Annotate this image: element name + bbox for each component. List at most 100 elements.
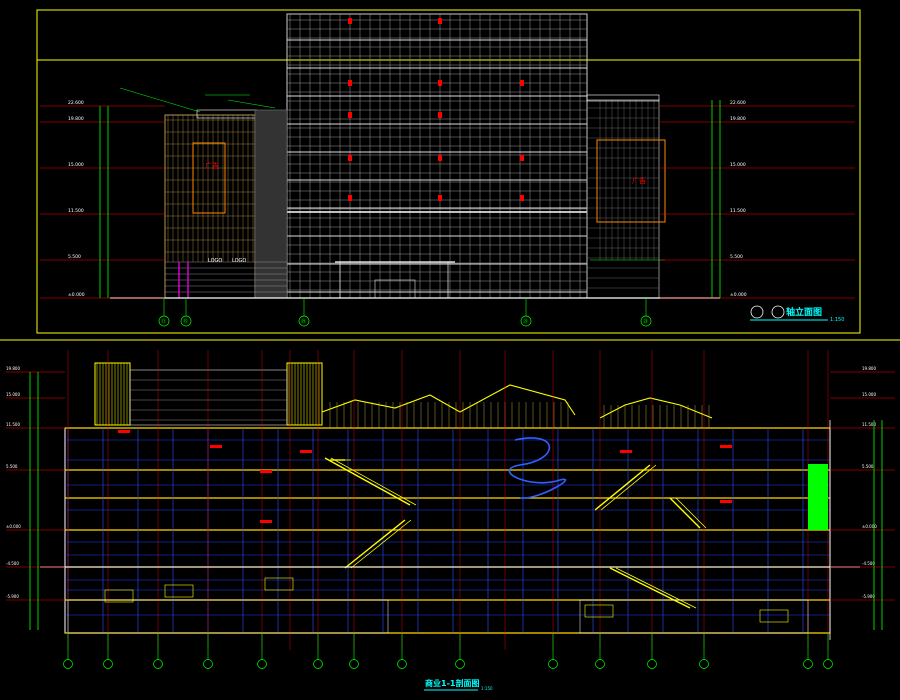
level-value-left: 19.800 [6,366,20,371]
section-axis-bubbles [63,633,833,669]
section-title: 商业1-1剖面图 [425,678,479,688]
escalator-rail [350,519,412,569]
level-value-left: -4.500 [6,561,19,566]
tower-window-mark [438,18,442,24]
room-note [118,430,130,433]
level-value-right: -5.900 [862,594,875,599]
level-value-right: 11.500 [730,208,746,214]
tower-window-mark [520,155,524,161]
escalator [344,519,406,569]
escalator [669,497,701,529]
right-wing-outline [586,99,660,299]
axis-bubble [823,659,833,669]
elevation-ad-label-left: 广告 [205,161,219,170]
escalator [609,567,691,609]
level-value-left: 5.500 [68,254,81,260]
room-note [720,500,732,503]
level-value-left: 22.600 [68,100,84,106]
tower-outline [286,13,588,299]
axis-bubble [203,659,213,669]
room-tag [164,584,194,598]
tower-window-mark [348,18,352,24]
axis-id: ㉑ [523,318,528,325]
leader-line [119,87,201,113]
elevation-structure [110,13,720,299]
level-value-left: 15.000 [68,162,84,168]
green-panel [808,464,828,530]
roof-truss-top [321,384,576,416]
tower-window-mark [348,155,352,161]
elevation-title: 轴立面图 [786,306,822,318]
escalator-rail [600,464,657,511]
roof-truss-top [599,397,713,419]
axis-bubble [699,659,709,669]
tower-window-mark [348,80,352,86]
room-tag [104,589,134,603]
axis-bubble [298,315,310,327]
room-note [300,450,312,453]
axis-bubble [595,659,605,669]
right-ad-panel [596,139,666,223]
room-note [260,470,272,473]
spiral-ramp [508,437,567,499]
axis-bubble [153,659,163,669]
axis-id: ⑬ [161,318,166,325]
room-note [210,445,222,448]
room-tag [584,604,614,618]
axis-bubble [803,659,813,669]
axis-bubble [548,659,558,669]
level-value-right: 19.800 [730,116,746,122]
level-value-right: 5.500 [862,464,874,469]
level-value-right: 15.000 [730,162,746,168]
elevation-scale: 1:150 [830,317,844,323]
tower-window-mark [438,195,442,201]
level-value-right: 15.000 [862,392,876,397]
escalator-rail [675,497,707,529]
room-tag [264,577,294,591]
leader-line [227,99,276,109]
escalator [324,457,411,506]
elevation-logo-label-b: LOGO [232,258,246,264]
axis-bubble [180,315,192,327]
level-value-left: 5.500 [6,464,18,469]
axis-bubble [103,659,113,669]
section-structure [40,350,860,650]
level-value-right: -4.500 [862,561,875,566]
level-value-left: 15.000 [6,392,20,397]
axis-bubble [313,659,323,669]
entrance-door [374,279,416,299]
axis-id: ⑮ [183,318,188,325]
level-value-right: ±0.000 [862,524,877,529]
tower-window-mark [520,80,524,86]
axis-bubble [63,659,73,669]
tower-window-mark [348,195,352,201]
level-value-left: -5.900 [6,594,19,599]
title-bubble [750,305,764,319]
axis-bubble [647,659,657,669]
escalator [594,464,651,511]
level-value-right: 22.600 [730,100,746,106]
axis-bubble [349,659,359,669]
level-value-right: 5.500 [730,254,743,260]
left-ad-panel [192,142,226,214]
right-roof-parapet [586,94,660,102]
roof-pavilion [129,369,288,426]
room-note [720,445,732,448]
level-value-left: ±0.000 [6,524,21,529]
escalator-rail [330,457,417,506]
level-value-left: ±0.000 [68,292,85,298]
axis-bubble [520,315,532,327]
elevation-axis-bubbles: ⑬ ⑮ ⑲ ㉑ ㉓ [158,298,785,327]
axis-id: ㉓ [643,318,648,325]
room-note [620,450,632,453]
tower-window-mark [438,112,442,118]
axis-bubble [397,659,407,669]
axis-bubble [455,659,465,669]
level-value-right: 19.800 [862,366,876,371]
axis-id: ⑲ [301,318,306,325]
tower-window-mark [348,112,352,118]
